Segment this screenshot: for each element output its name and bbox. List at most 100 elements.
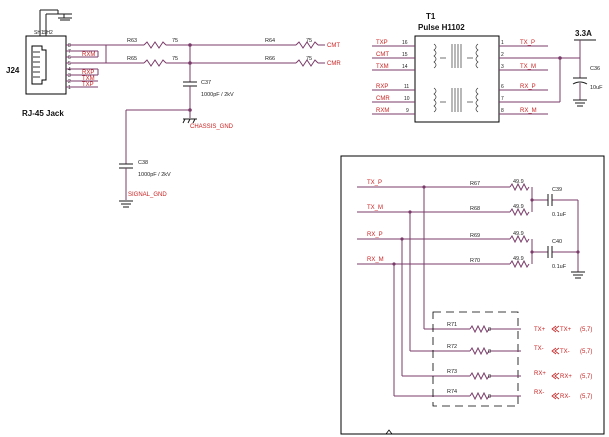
t1-net-rxm: RXM (376, 108, 389, 114)
c37-value: 1000pF / 2kV (201, 92, 234, 98)
net-chassis-gnd: CHASSIS_GND (190, 124, 234, 130)
r67-ref: R67 (470, 181, 480, 187)
offpage-tx-minus[interactable]: TX- TX- (5,7) (534, 346, 592, 355)
transformer-windings-rx (433, 87, 479, 113)
r66-ref: R66 (265, 56, 275, 62)
term-net-rx-p: RX_P (367, 232, 383, 238)
pin-num: 4 (68, 67, 71, 73)
c36-plate-bottom (572, 81, 588, 85)
t1-net-txp: TXP (376, 40, 388, 46)
r70-ref: R70 (470, 258, 480, 264)
r65-value: 75 (172, 56, 178, 62)
jack-port-outline (31, 45, 47, 85)
c39-ref: C39 (552, 187, 562, 193)
t1-net-tx-m: TX_M (520, 64, 536, 70)
c36-ref: C36 (590, 66, 600, 72)
resistor-r66 (295, 59, 319, 67)
t1-net-tx-p: TX_P (520, 40, 535, 46)
net-cmr: CMR (327, 61, 341, 67)
offpage-net-name: RX- (534, 390, 544, 396)
t1-pin: 15 (402, 52, 408, 58)
t1-pin: 14 (402, 64, 408, 70)
t1-pin: 3 (501, 64, 504, 70)
pin-num: 8 (68, 43, 71, 49)
net-label-txm: TXM (82, 76, 95, 82)
r63-value: 75 (172, 38, 178, 44)
term-net-tx-m: TX_M (367, 205, 383, 211)
offpage-tx-plus[interactable]: TX+ TX+ (5,7) (534, 325, 592, 333)
resistor-r68 (509, 207, 530, 217)
connector-refdes: J24 (6, 66, 20, 75)
offpage-net-name: TX- (534, 346, 544, 352)
net-label-rxp: RXP (82, 70, 94, 76)
resistor-r64 (295, 41, 319, 49)
r67-value: 49.9 (513, 179, 524, 185)
offpage-label: TX- (560, 349, 570, 355)
r72-ref: R72 (447, 344, 457, 350)
shield-label-2: SH2 (43, 30, 53, 36)
r66-value: 75 (306, 56, 312, 62)
resistor-r70 (509, 259, 530, 269)
pin-num: 7 (68, 49, 71, 55)
resistor-r73 (469, 371, 521, 381)
pin-num: 1 (68, 85, 71, 91)
r65-ref: R65 (127, 56, 137, 62)
transformer-refdes: T1 (426, 12, 436, 21)
c38-ref: C38 (138, 160, 148, 166)
t1-pin: 1 (501, 40, 504, 46)
rj45-jack: J24 RJ-45 Jack SH1 SH2 8 7 6 5 4 (6, 9, 107, 118)
c36-ground-icon (573, 99, 587, 107)
transformer-t1: T1 Pulse H1102 TXP CMT T (372, 12, 603, 123)
t1-pin: 8 (501, 108, 504, 114)
offpage-rx-plus[interactable]: RX+ RX+ (5,7) (534, 371, 592, 380)
pin-num: 3 (68, 73, 71, 79)
resistor-r72 (469, 346, 521, 356)
resistor-r69 (509, 234, 530, 244)
r69-value: 49.9 (513, 231, 524, 237)
r71-ref: R71 (447, 322, 457, 328)
t1-net-cmr: CMR (376, 96, 390, 102)
page-edge-arrow-icon (385, 429, 393, 435)
t1-pin: 7 (501, 96, 504, 102)
termination-ground-icon (571, 271, 585, 279)
resistor-r74 (469, 391, 521, 401)
t1-net-rx-m: RX_M (520, 108, 537, 114)
offpage-label: RX- (560, 394, 570, 400)
offpage-sheet-ref: (5,7) (580, 349, 592, 355)
term-net-tx-p: TX_P (367, 180, 382, 186)
offpage-rx-minus[interactable]: RX- RX- (5,7) (534, 390, 592, 400)
net-signal-gnd: SIGNAL_GND (128, 192, 167, 198)
c40-ref: C40 (552, 239, 562, 245)
r73-ref: R73 (447, 369, 457, 375)
r70-value: 49.9 (513, 256, 524, 262)
t1-pin: 11 (404, 84, 409, 90)
shield-ground-icon (58, 13, 72, 21)
resistor-r63 (143, 41, 167, 49)
t1-net-cmt: CMT (376, 52, 389, 58)
shield-label-1: SH1 (34, 30, 44, 36)
offpage-sheet-ref: (5,7) (580, 394, 592, 400)
offpage-label: RX+ (560, 374, 572, 380)
pin-num: 5 (68, 61, 71, 67)
offpage-sheet-ref: (5,7) (580, 327, 592, 333)
c38-value: 1000pF / 2kV (138, 172, 171, 178)
bob-smith-network: R63 75 R65 75 R64 75 R66 75 CMT CMR C37 … (106, 38, 341, 208)
c37-ref: C37 (201, 80, 211, 86)
offpage-net-name: RX+ (534, 371, 546, 377)
r72-value: 0 (488, 349, 491, 355)
r64-value: 75 (306, 38, 312, 44)
t1-net-txm: TXM (376, 64, 389, 70)
r68-ref: R68 (470, 206, 480, 212)
net-cmt: CMT (327, 43, 340, 49)
chassis-ground-icon (182, 118, 197, 124)
r69-ref: R69 (470, 233, 480, 239)
net-label-rxm: RXM (82, 52, 95, 58)
resistor-r67 (509, 182, 530, 192)
transformer-part: Pulse H1102 (418, 23, 465, 32)
r64-ref: R64 (265, 38, 275, 44)
t1-pin: 2 (501, 52, 504, 58)
offpage-label: TX+ (560, 327, 572, 333)
supply-label: 3.3A (575, 29, 592, 38)
